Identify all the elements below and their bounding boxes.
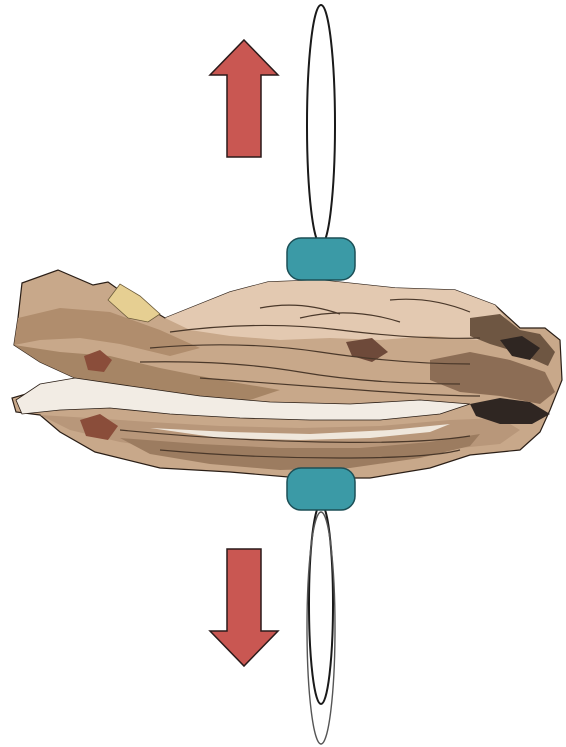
oyster-shell — [12, 270, 562, 478]
top-clamp-body — [287, 238, 355, 280]
arrow-down-icon — [210, 549, 278, 666]
bottom-loop-ellipse-2 — [307, 512, 335, 744]
top-wire-loop — [307, 5, 335, 245]
shell-top-lobe — [165, 280, 515, 340]
top-loop-ellipse — [307, 5, 335, 245]
top-clamp — [287, 238, 355, 280]
bottom-clamp — [287, 468, 355, 510]
arrow-up-icon — [210, 40, 278, 157]
bottom-clamp-body — [287, 468, 355, 510]
bottom-wire-loop — [307, 504, 335, 744]
